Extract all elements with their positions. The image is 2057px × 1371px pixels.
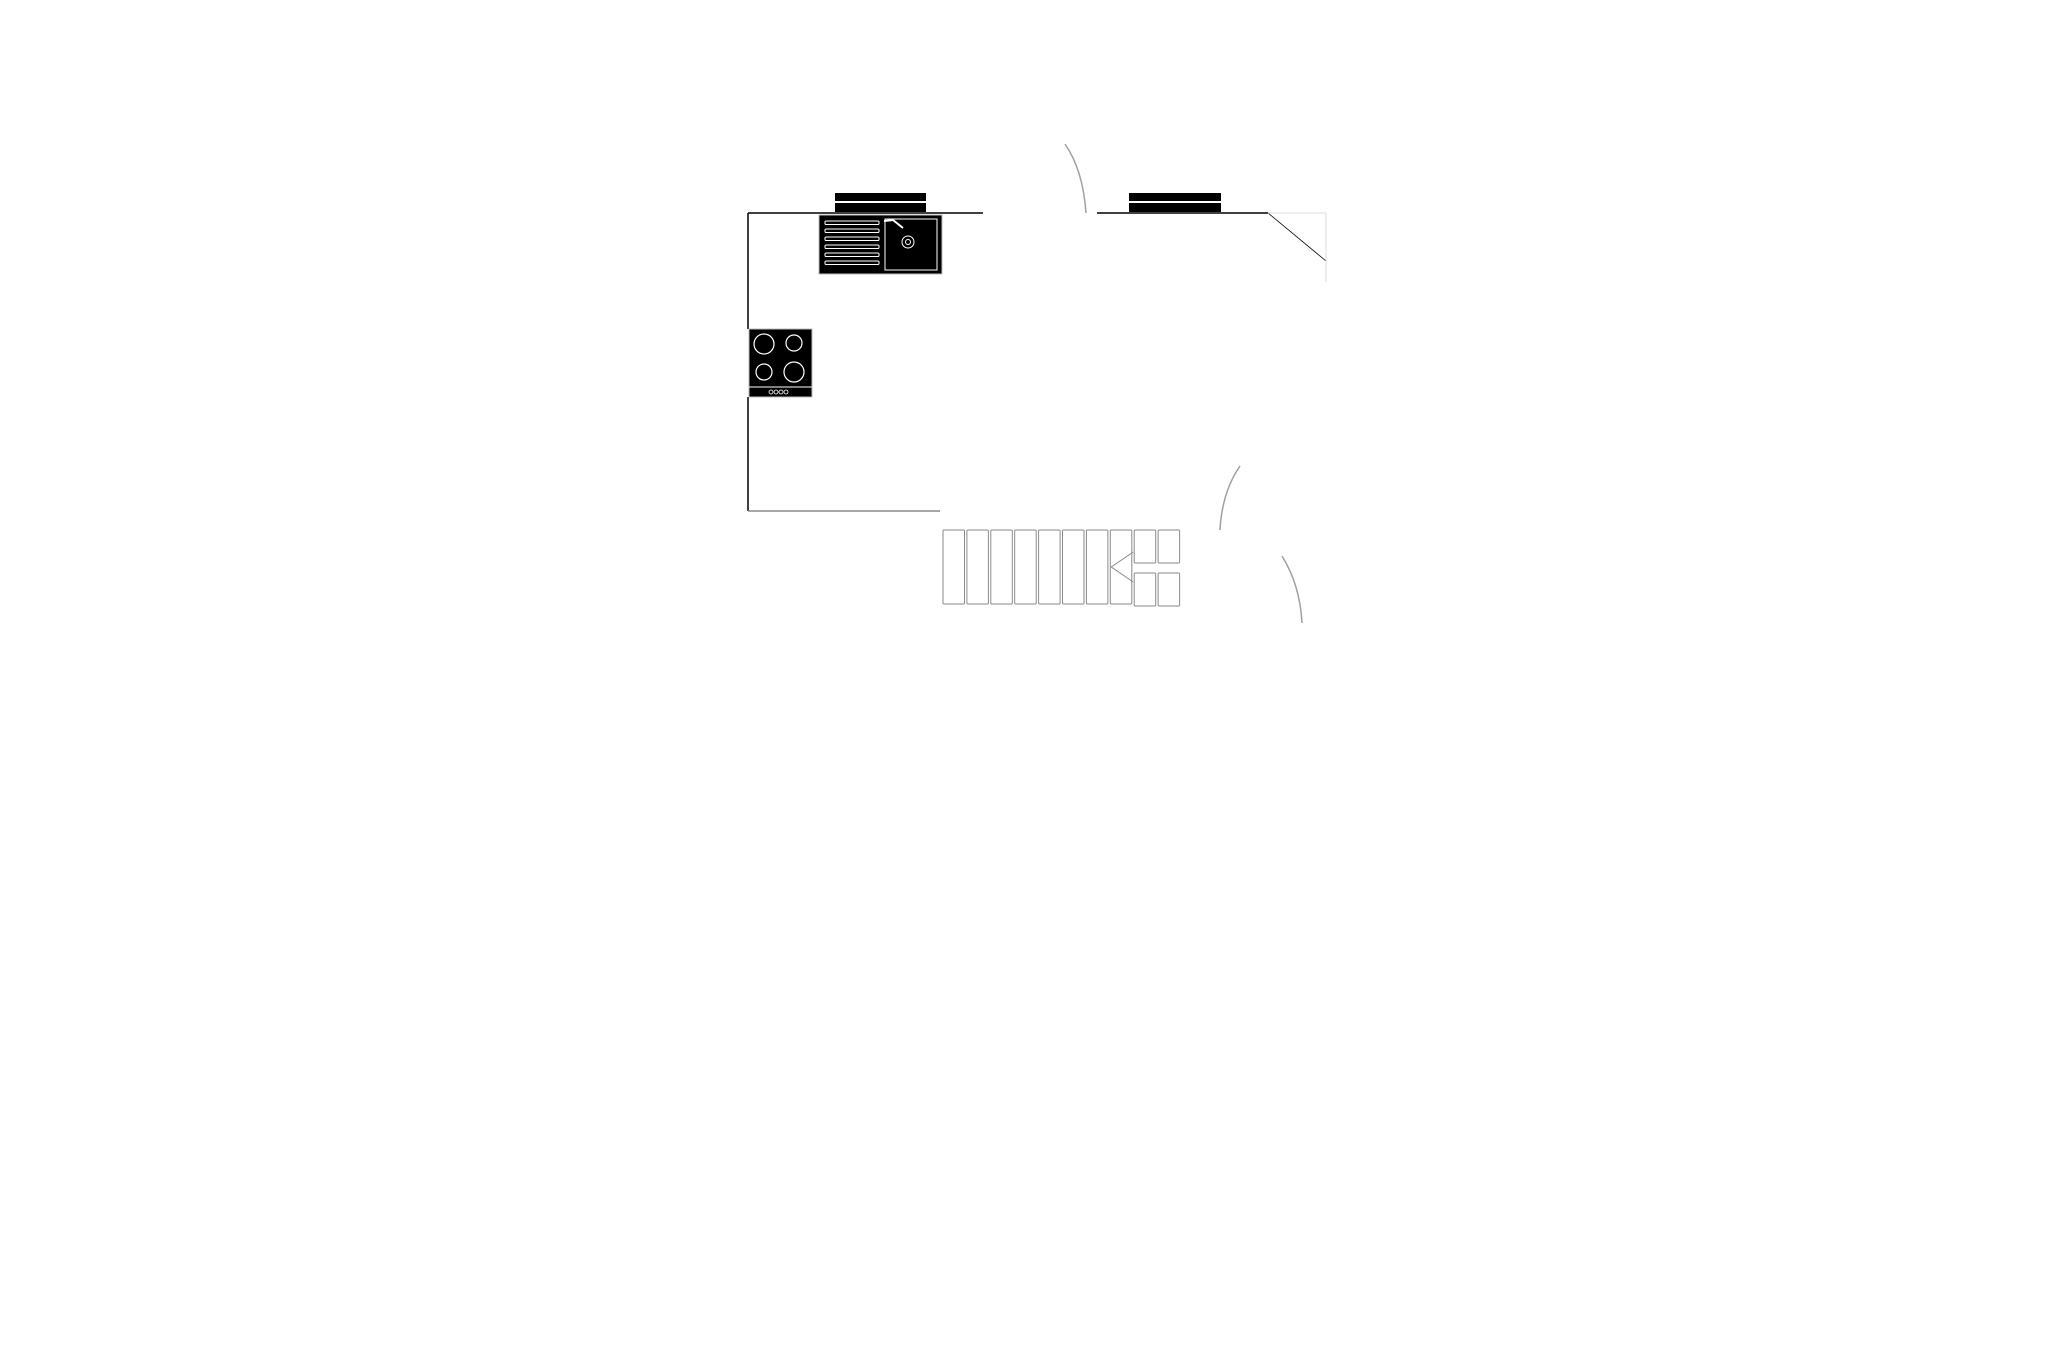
window-left	[835, 193, 926, 212]
drainboard-ridges	[824, 220, 880, 265]
stair-winder-cell	[1157, 572, 1181, 607]
door-arc-right-lower	[1281, 555, 1303, 624]
walls	[747, 212, 1327, 512]
faucet-icon	[883, 218, 904, 229]
cooktop-knobs	[768, 389, 789, 395]
sink-icon	[818, 214, 943, 275]
burner	[785, 334, 803, 352]
door-arc-top	[1064, 143, 1087, 214]
stair-direction-arrow	[1110, 551, 1134, 583]
door-arcs	[1064, 143, 1303, 624]
stair-tread	[1085, 529, 1109, 605]
stair-tread	[966, 529, 989, 605]
burner	[753, 333, 775, 355]
stair-tread	[1038, 529, 1061, 605]
stair-winder-cell	[1157, 529, 1181, 564]
burner	[783, 361, 805, 383]
stair-winder-cell	[1133, 529, 1157, 564]
sink-drain	[901, 235, 915, 249]
wall-corner-diagonal	[1267, 212, 1327, 262]
door-arc-right-upper	[1219, 465, 1241, 531]
stair-tread	[990, 529, 1013, 605]
stair-tread	[1062, 529, 1085, 605]
staircase-icon	[942, 529, 1181, 607]
burner	[755, 363, 773, 381]
cooktop-icon	[748, 328, 813, 398]
stair-tread	[1014, 529, 1037, 605]
stair-tread	[1109, 529, 1133, 605]
window-right	[1129, 193, 1221, 212]
stair-tread	[942, 529, 965, 605]
sink-basin	[884, 218, 938, 271]
stair-winder-cell	[1133, 572, 1157, 607]
